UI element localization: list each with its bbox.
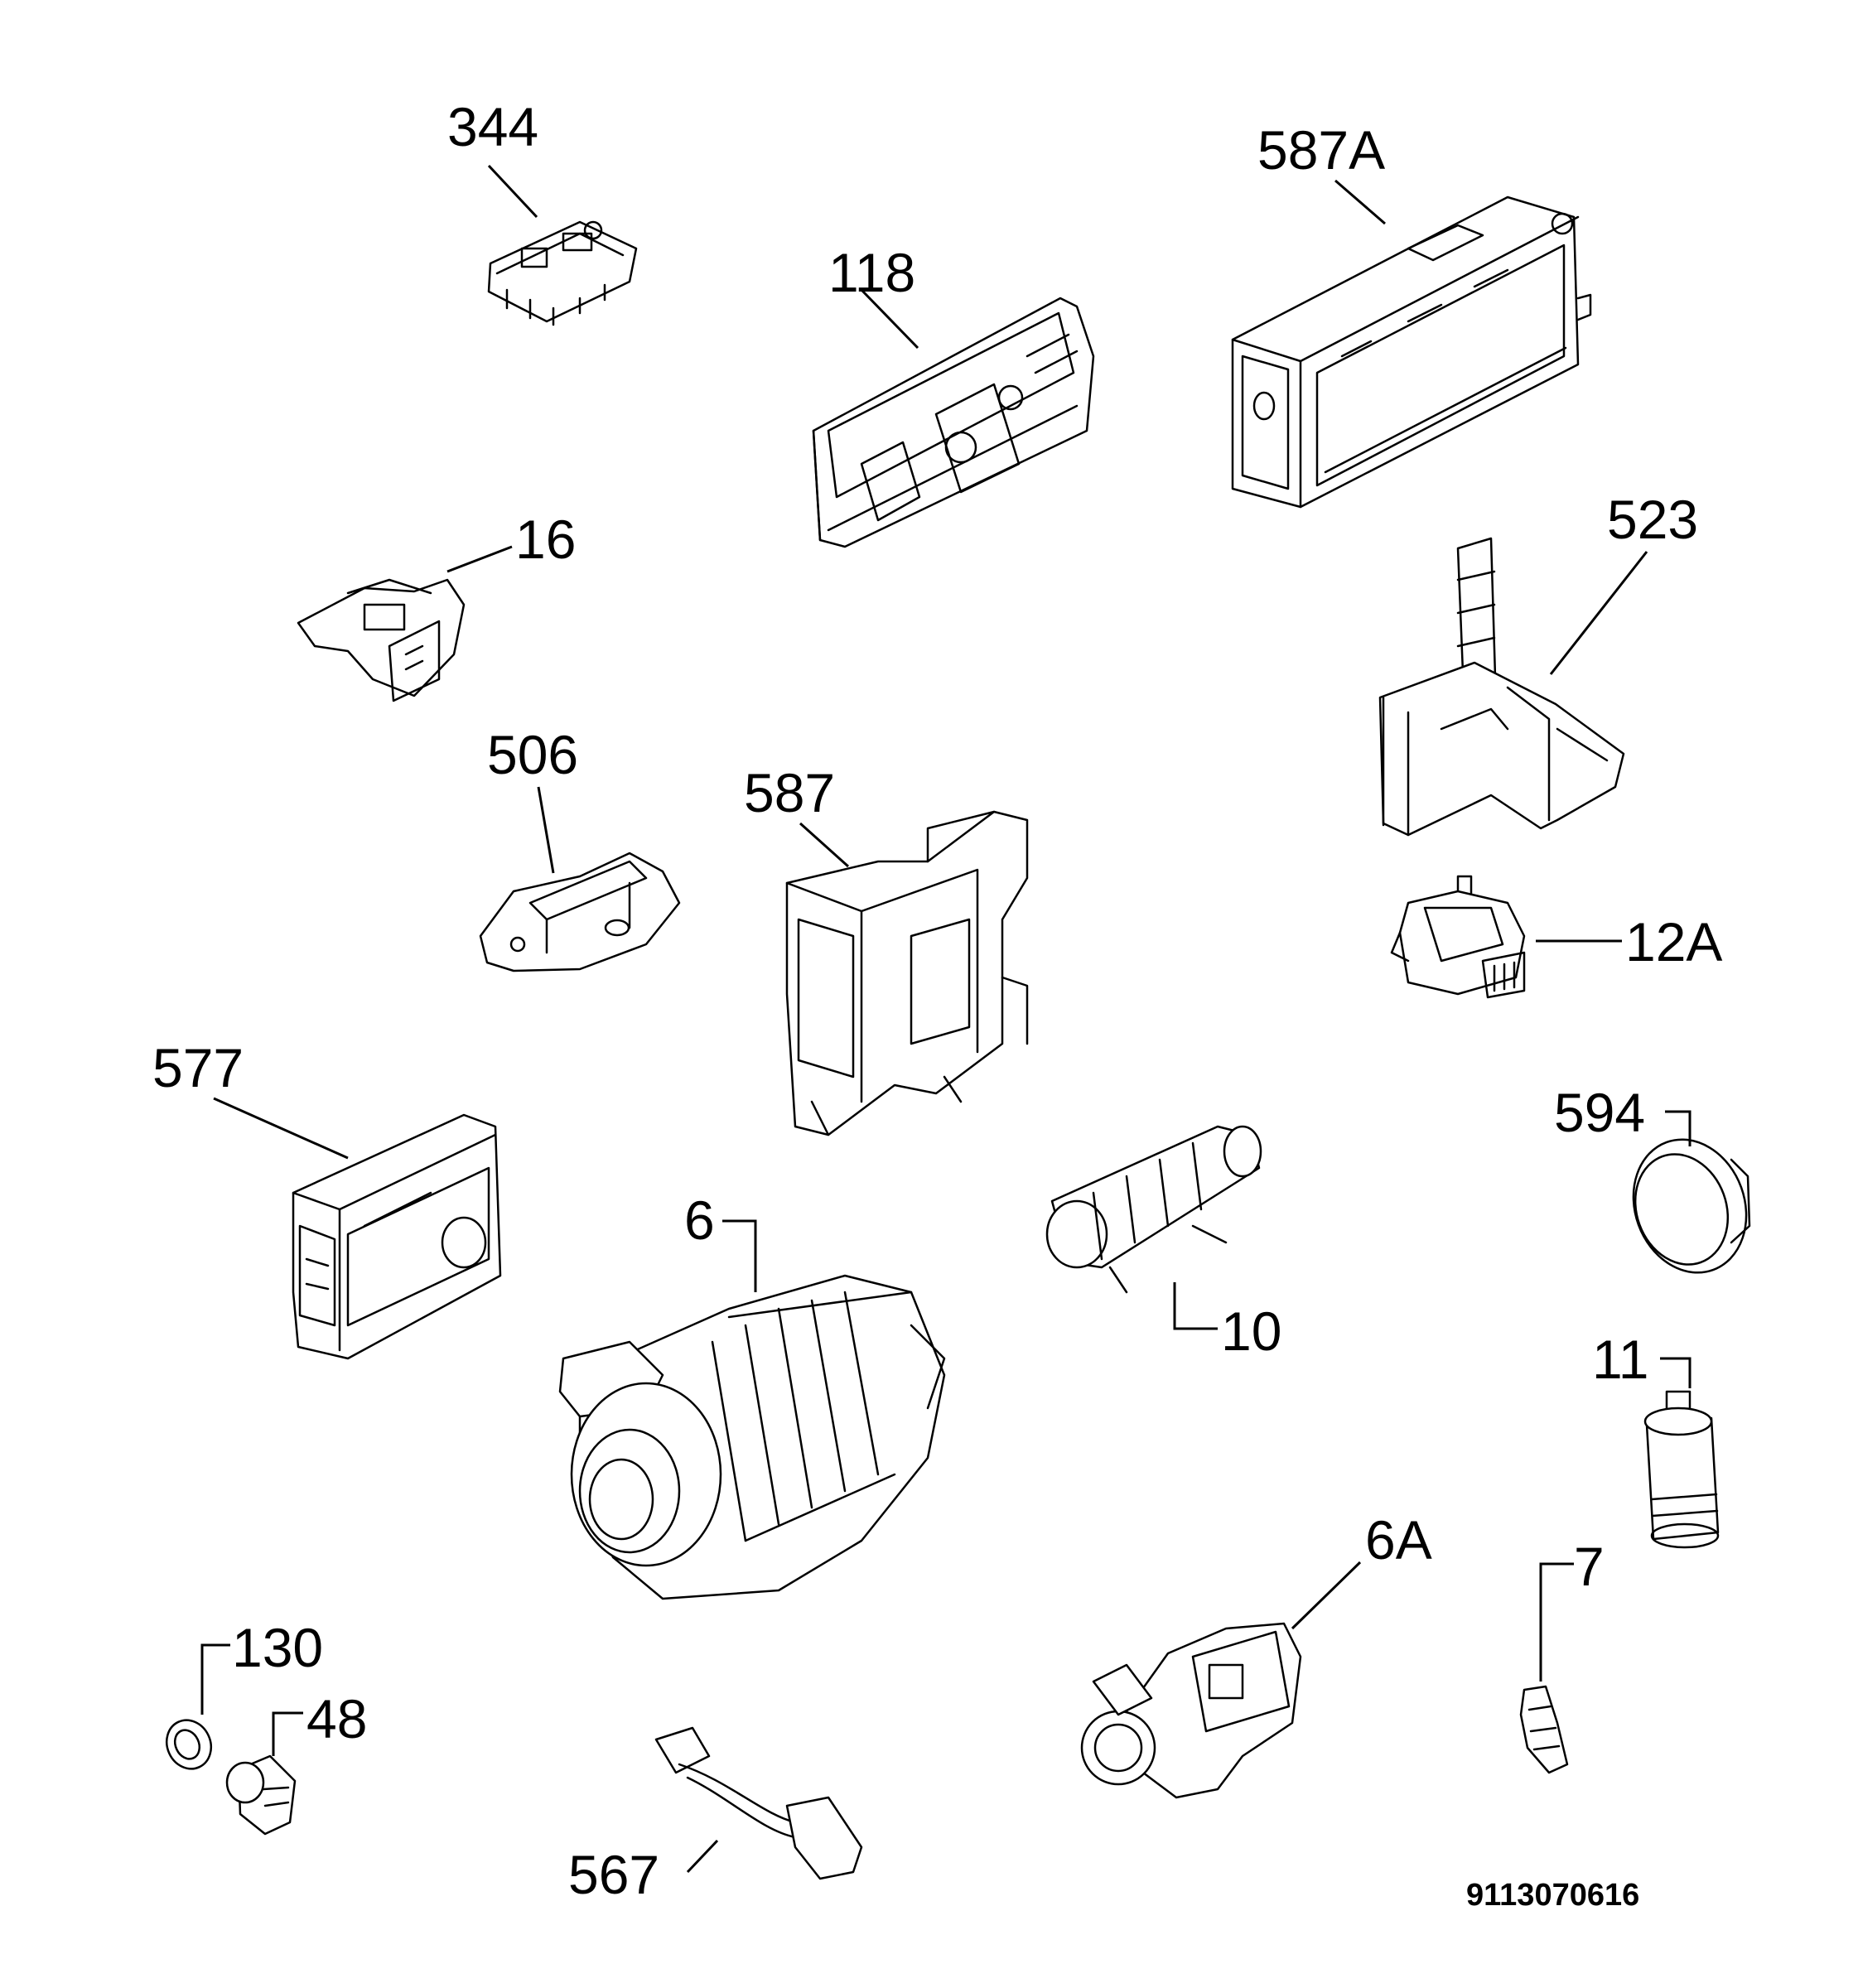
callout-344: 344 [447,96,538,157]
part-12A-illustration [1390,875,1526,999]
part-587-illustration [785,810,1029,1136]
part-577-illustration [292,1113,502,1360]
callout-523: 523 [1607,489,1698,550]
part-118-illustration [812,297,1095,548]
part-10-illustration [1045,1125,1262,1294]
part-48-illustration [225,1754,297,1836]
leader-lines [200,164,1692,1874]
part-344-illustration [487,220,638,326]
part-567-illustration [654,1726,863,1880]
callout-10: 10 [1221,1300,1281,1362]
callout-587: 587 [744,762,835,823]
callout-594: 594 [1554,1082,1645,1143]
callout-7: 7 [1574,1536,1605,1597]
part-6-illustration [558,1274,946,1600]
part-506-illustration [479,852,681,972]
document-number: 9113070616 [1466,1878,1639,1913]
callout-12A: 12A [1625,911,1722,972]
callout-11: 11 [1592,1329,1649,1390]
callout-6A: 6A [1365,1509,1432,1571]
part-523-illustration [1378,537,1625,837]
part-11-illustration [1643,1390,1720,1549]
part-6A-illustration [1080,1622,1302,1799]
callout-567: 567 [568,1844,659,1905]
callout-16: 16 [515,509,576,570]
callout-48: 48 [306,1688,367,1749]
part-130-illustration [165,1719,213,1770]
callout-506: 506 [487,724,578,785]
part-7-illustration [1519,1685,1569,1774]
callout-587A: 587A [1257,119,1385,181]
callout-6: 6 [684,1189,715,1251]
part-587A-illustration [1231,195,1592,509]
callout-130: 130 [232,1617,323,1678]
callout-118: 118 [828,242,915,303]
callout-577: 577 [152,1037,244,1098]
part-16-illustration [297,578,466,702]
part-594-illustration [1632,1138,1751,1274]
